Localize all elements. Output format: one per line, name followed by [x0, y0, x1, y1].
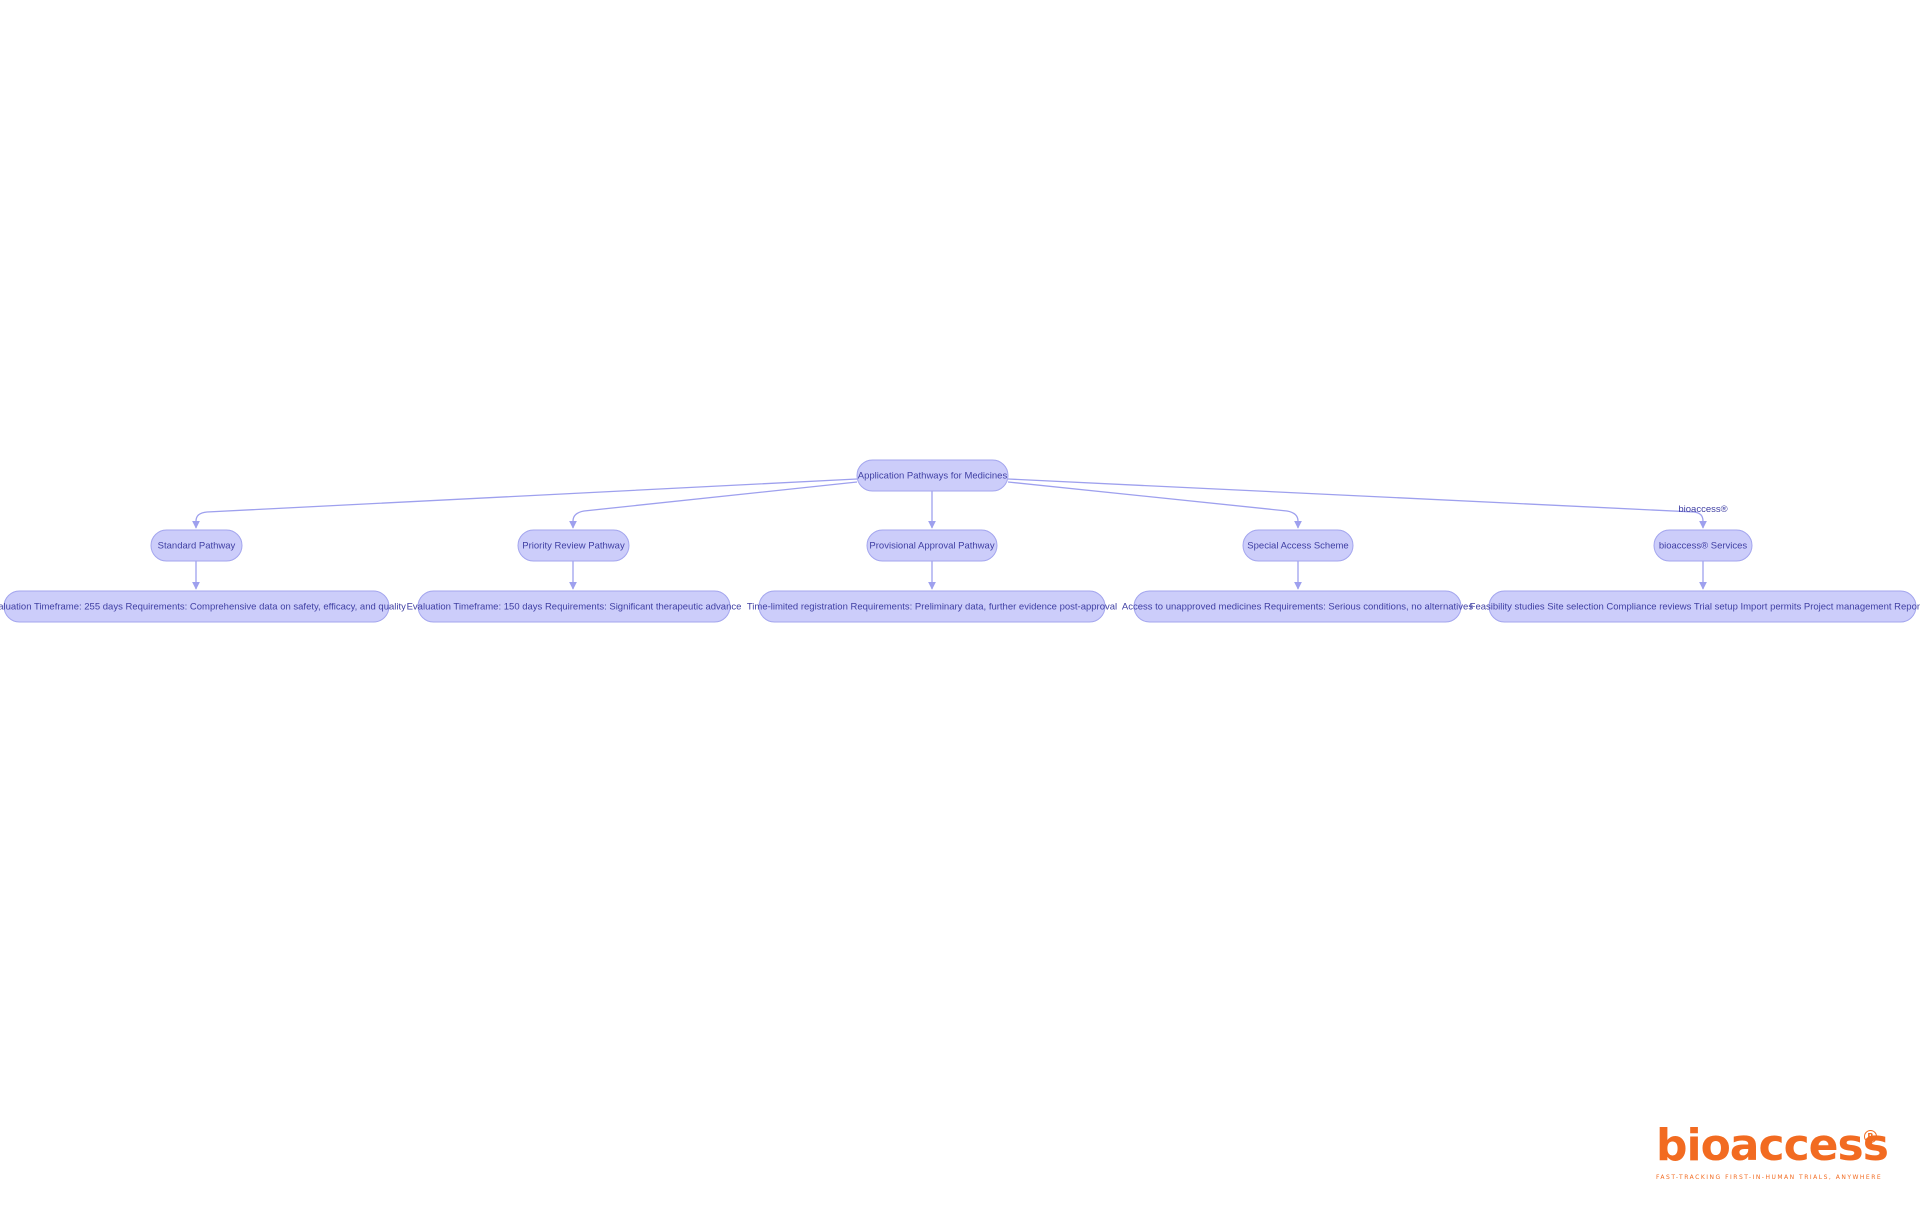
pathway-node-label: Priority Review Pathway [522, 541, 625, 552]
pathway-node-special-access[interactable]: Special Access Scheme [1242, 529, 1354, 562]
pathway-node-label: bioaccess® Services [1659, 541, 1748, 552]
detail-node-standard[interactable]: Evaluation Timeframe: 255 days Requireme… [0, 590, 406, 623]
edge-root-to-bioaccess [1007, 478, 1707, 529]
logo-wordmark: bioaccess [1656, 1120, 1889, 1171]
pathway-node-bioaccess-services[interactable]: bioaccess® Services [1653, 529, 1753, 562]
pathway-node-standard[interactable]: Standard Pathway [150, 529, 243, 562]
detail-node-text: Evaluation Timeframe: 150 days Requireme… [407, 602, 742, 613]
pathway-node-label: Provisional Approval Pathway [869, 541, 994, 552]
detail-edges [192, 561, 1707, 590]
root-node-label: Application Pathways for Medicines [858, 471, 1008, 482]
bioaccess-logo: bioaccess R FAST-TRACKING FIRST-IN-HUMAN… [1652, 1124, 1889, 1188]
registered-mark-icon: R [1864, 1130, 1877, 1143]
detail-node-text: Feasibility studies Site selection Compl… [1470, 602, 1920, 613]
logo-tagline: FAST-TRACKING FIRST-IN-HUMAN TRIALS, ANY… [1656, 1174, 1883, 1181]
edge-label-bioaccess: bioaccess® [1678, 504, 1727, 515]
detail-node-bioaccess-services[interactable]: Feasibility studies Site selection Compl… [1470, 590, 1920, 623]
detail-node-provisional[interactable]: Time-limited registration Requirements: … [747, 590, 1117, 623]
detail-node-text: Evaluation Timeframe: 255 days Requireme… [0, 602, 406, 613]
root-edges [192, 478, 1707, 529]
root-node[interactable]: Application Pathways for Medicines [856, 459, 1009, 492]
detail-node-priority[interactable]: Evaluation Timeframe: 150 days Requireme… [407, 590, 742, 623]
pathway-node-label: Special Access Scheme [1247, 541, 1348, 552]
pathway-node-provisional[interactable]: Provisional Approval Pathway [866, 529, 998, 562]
edge-root-to-standard [192, 478, 858, 529]
edge-root-to-special [1007, 481, 1302, 529]
pathway-node-priority[interactable]: Priority Review Pathway [517, 529, 630, 562]
edge-root-to-priority [569, 481, 858, 529]
pathway-node-label: Standard Pathway [158, 541, 236, 552]
detail-node-text: Access to unapproved medicines Requireme… [1122, 602, 1473, 613]
detail-node-special-access[interactable]: Access to unapproved medicines Requireme… [1122, 590, 1473, 623]
detail-node-text: Time-limited registration Requirements: … [747, 602, 1117, 613]
